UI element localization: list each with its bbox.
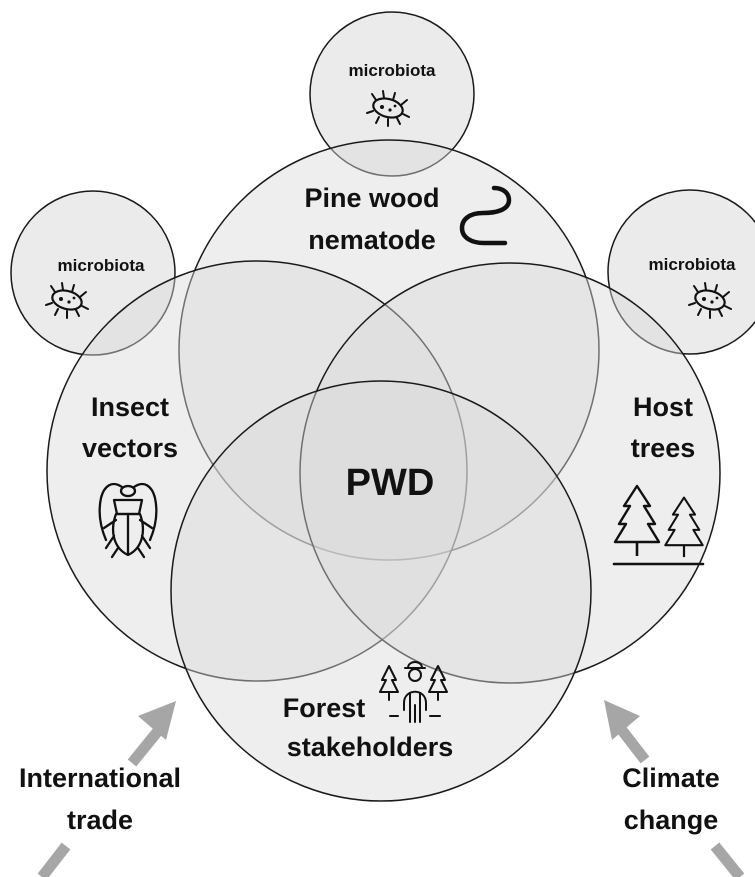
- insect-vectors-circle: [46, 260, 468, 682]
- forester-icon: [379, 661, 448, 723]
- host-trees-label-line2: trees: [631, 433, 696, 463]
- microbiota-circle-left: [10, 190, 176, 356]
- host-trees-label-line1: Host: [633, 392, 693, 422]
- microbiota-label-left: microbiota: [58, 256, 145, 275]
- arrow-icon: [710, 842, 745, 877]
- microbiota-label-top: microbiota: [349, 61, 436, 80]
- nematode-label-line1: Pine wood: [305, 183, 440, 213]
- host-trees-circle: [299, 262, 721, 684]
- insect-vectors-label-line2: vectors: [82, 433, 178, 463]
- arrow-icon: [127, 701, 176, 767]
- arrow-icon: [604, 700, 650, 764]
- stakeholders-circle: [170, 380, 592, 802]
- stakeholders-label-line2: stakeholders: [287, 732, 454, 762]
- beetle-icon: [98, 482, 158, 559]
- pine-trees-icon: [612, 484, 705, 566]
- driver-left-line2: trade: [67, 805, 133, 835]
- driver-right-line2: change: [624, 805, 719, 835]
- driver-right-line1: Climate: [622, 763, 720, 793]
- microbiota-circle-top: [309, 11, 475, 177]
- center-label: PWD: [346, 462, 435, 504]
- insect-vectors-label-line1: Insect: [91, 392, 169, 422]
- worm-icon: [459, 185, 512, 246]
- stakeholders-label-line1: Forest: [283, 693, 366, 723]
- microbiota-label-right: microbiota: [649, 255, 736, 274]
- microbiota-circle-right: [607, 189, 755, 355]
- driver-left-line1: International: [19, 763, 181, 793]
- arrow-icon: [37, 842, 71, 877]
- nematode-label-line2: nematode: [308, 225, 436, 255]
